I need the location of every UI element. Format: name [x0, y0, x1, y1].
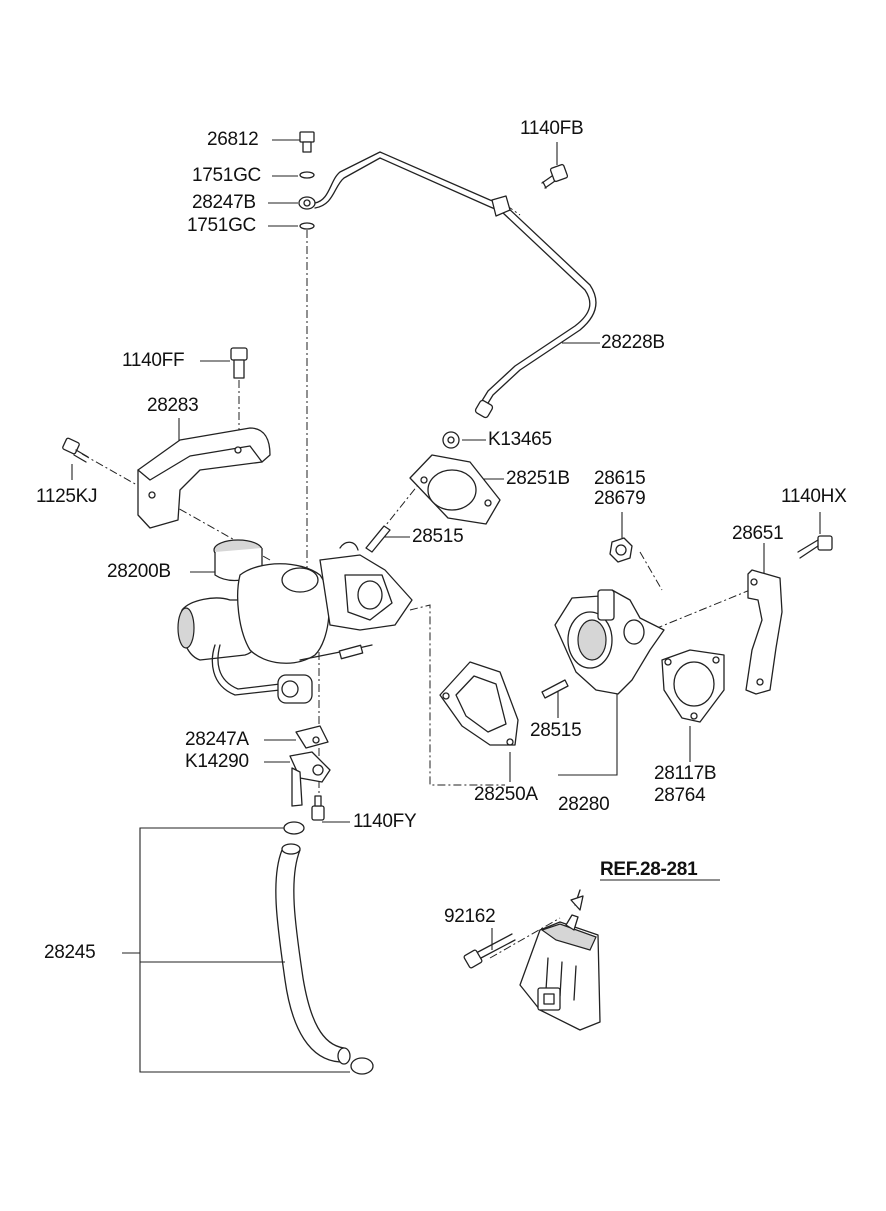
label-28283: 28283: [147, 395, 199, 416]
oil-feed-fitting-group: [298, 131, 316, 230]
gasket-28250a: [439, 661, 519, 746]
oil-return-hose: [275, 821, 374, 1075]
heat-shield: [137, 427, 271, 529]
oil-feed-pipe: [314, 151, 597, 419]
label-28228b: 28228B: [601, 332, 665, 353]
label-28651: 28651: [732, 523, 784, 544]
turbocharger: [177, 539, 413, 704]
exhaust-elbow: [554, 589, 665, 695]
label-k14290: K14290: [185, 751, 249, 772]
label-28515-top: 28515: [412, 526, 464, 547]
label-28200b: 28200B: [107, 561, 171, 582]
label-1751gc-bottom: 1751GC: [187, 215, 256, 236]
label-28764: 28764: [654, 785, 706, 806]
label-28515-bottom: 28515: [530, 720, 582, 741]
gasket-28117b: [661, 649, 725, 723]
label-28679: 28679: [594, 488, 646, 509]
ref-module: [519, 889, 601, 1031]
label-28245: 28245: [44, 942, 96, 963]
nut-k13465: [442, 431, 460, 449]
label-28250a: 28250A: [474, 784, 538, 805]
stud-28515-top: [365, 525, 391, 553]
gasket-28247a: [295, 725, 329, 749]
label-92162: 92162: [444, 906, 496, 927]
bolt-1125kj: [62, 437, 89, 463]
bolt-1140hx: [797, 535, 833, 559]
label-1125kj: 1125KJ: [36, 486, 98, 507]
label-28280: 28280: [558, 794, 610, 815]
label-ref-28-281: REF.28-281: [600, 859, 698, 880]
label-1140ff: 1140FF: [122, 350, 185, 371]
nut-28615: [609, 537, 633, 563]
label-28117b: 28117B: [654, 763, 717, 784]
assembly-centerlines: [81, 204, 751, 959]
label-26812: 26812: [207, 129, 259, 150]
bolt-1140ff: [230, 347, 248, 379]
label-28247a: 28247A: [185, 729, 249, 750]
label-1140hx: 1140HX: [781, 486, 847, 507]
label-28247b: 28247B: [192, 192, 256, 213]
gasket-28251b: [409, 454, 501, 525]
label-1140fb: 1140FB: [520, 118, 584, 139]
label-28251b: 28251B: [506, 468, 570, 489]
flange-k14290: [289, 751, 331, 807]
bolt-1140fb: [541, 163, 569, 189]
label-28615: 28615: [594, 468, 646, 489]
label-1140fy: 1140FY: [353, 811, 417, 832]
label-k13465: K13465: [488, 429, 552, 450]
bolt-1140fy: [311, 795, 325, 821]
label-1751gc-top: 1751GC: [192, 165, 261, 186]
leader-lines: [71, 139, 821, 1073]
stud-28515-bottom: [541, 679, 569, 699]
bracket-28651: [745, 569, 783, 695]
bolt-92162: [463, 933, 516, 969]
